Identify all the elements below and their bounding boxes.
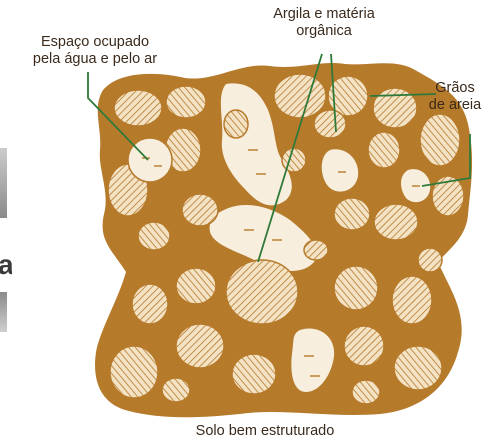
label-line: orgânica bbox=[236, 23, 412, 40]
label-sand-grains: Grãos de areia bbox=[405, 80, 503, 114]
label-line: Espaço ocupado bbox=[6, 34, 184, 51]
label-clay-organic: Argila e matéria orgânica bbox=[236, 6, 412, 40]
label-water-air-space: Espaço ocupado pela água e pelo ar bbox=[6, 34, 184, 68]
label-line: Argila e matéria bbox=[236, 6, 412, 23]
diagram-caption: Solo bem estruturado bbox=[150, 423, 380, 440]
label-line: pela água e pelo ar bbox=[6, 51, 184, 68]
label-line: de areia bbox=[405, 97, 503, 114]
label-line: Grãos bbox=[405, 80, 503, 97]
